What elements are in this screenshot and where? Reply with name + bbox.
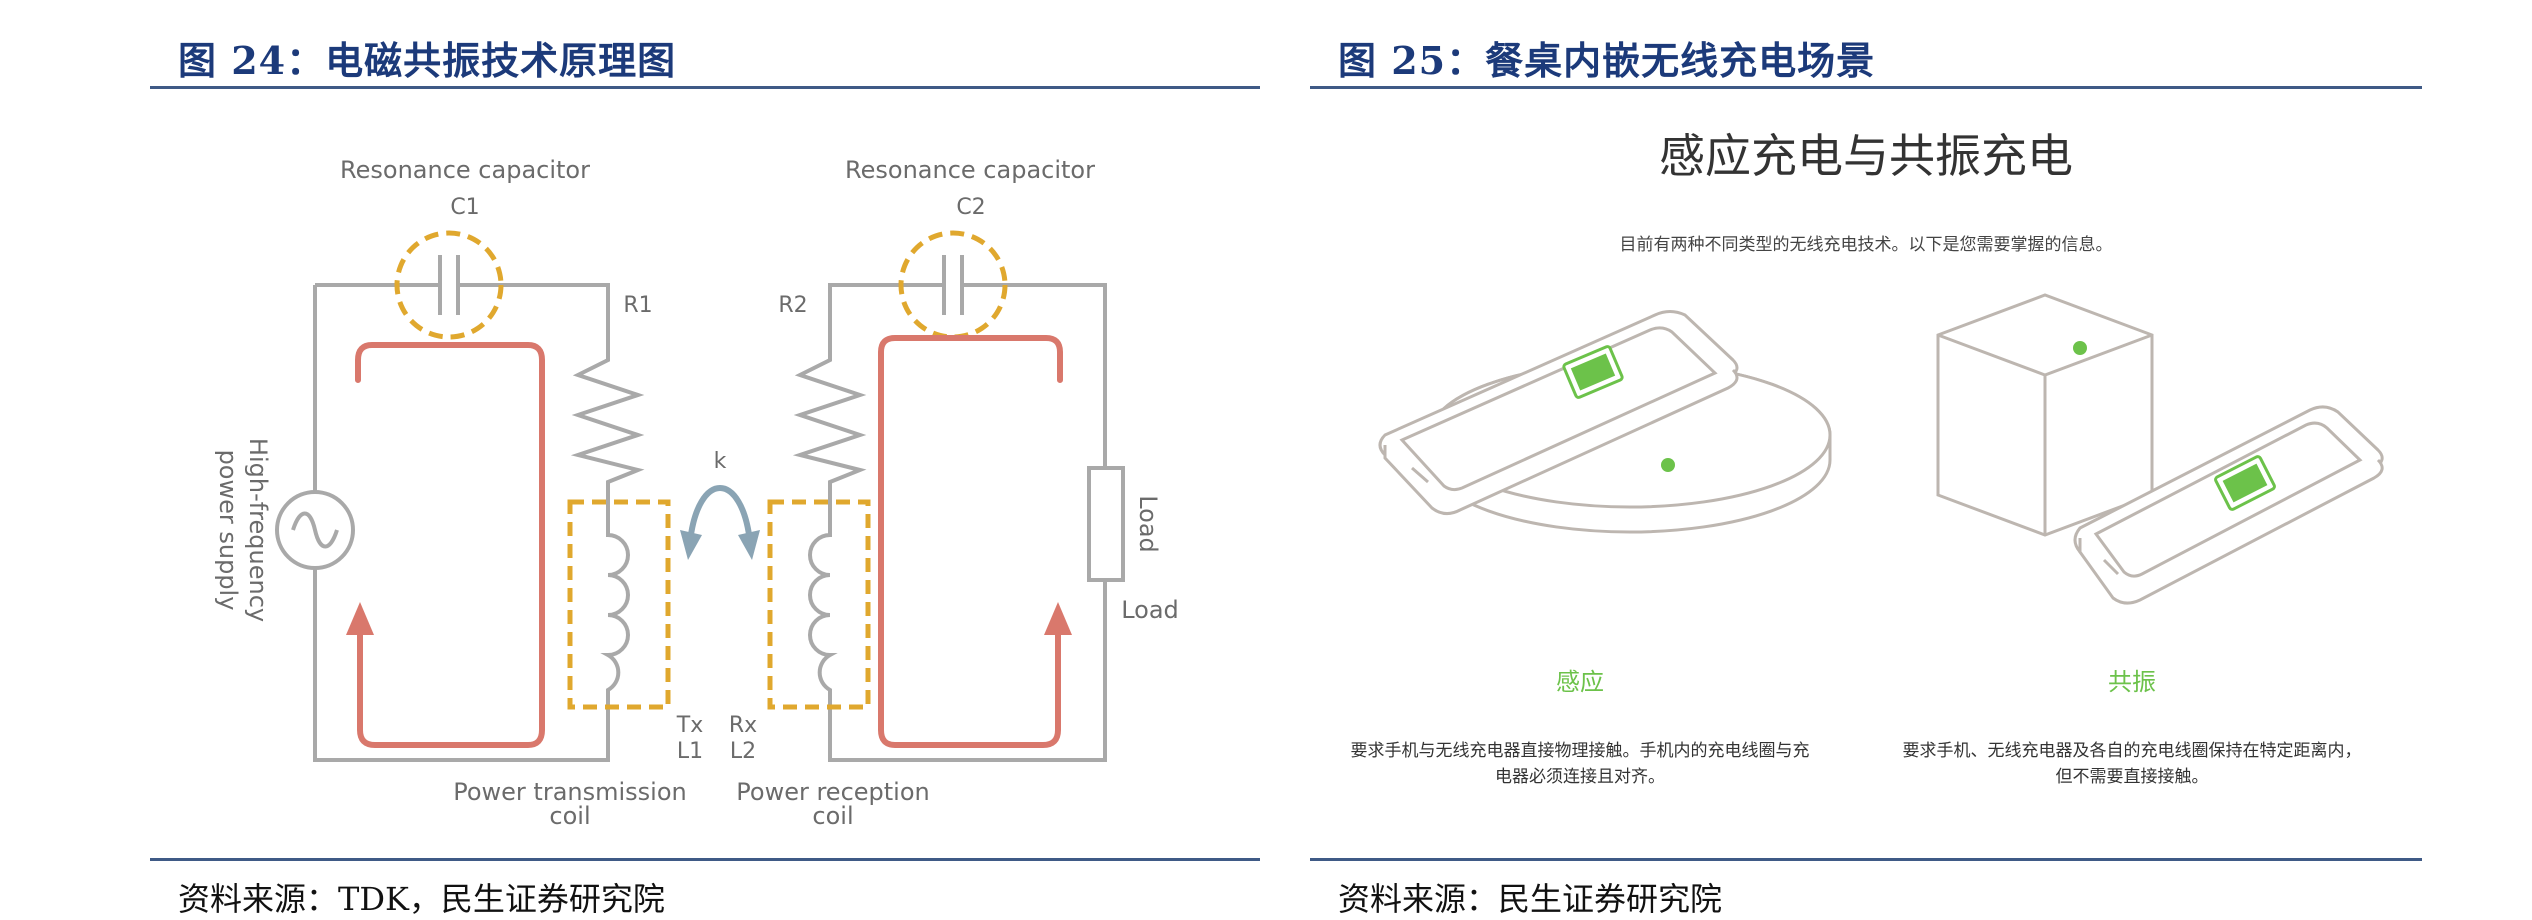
right-current-arrowhead [1044,602,1072,635]
wireless-charging-illustration: 感应充电与共振充电 目前有两种不同类型的无线充电技术。以下是您需要掌握的信息。 [1351,129,2384,787]
figure-25-panel: 图 25：餐桌内嵌无线充电场景 感应充电与共振充电 目前有两种不同类型的无线充电… [1310,0,2422,920]
left-current-arrow [355,342,545,748]
load-label-rotated: Load [1134,495,1162,553]
rx-coil-label-line1: Power reception [736,778,929,806]
resistor-r2 [792,350,867,490]
resonance-capacitor-label-left: Resonance capacitor [340,156,590,184]
resonance-desc-line1: 要求手机、无线充电器及各自的充电线圈保持在特定距离内， [1903,741,2362,761]
illustration-subheading: 目前有两种不同类型的无线充电技术。以下是您需要掌握的信息。 [1620,235,2113,255]
c1-label: C1 [450,195,479,220]
power-supply-line2: power supply [214,450,242,611]
load-label: Load [1121,596,1179,624]
figure-25-source: 资料来源：民生证券研究院 [1338,880,1723,918]
capacitor-c2 [898,230,1008,340]
induction-charger-illustration [1378,310,1832,534]
induction-label: 感应 [1556,668,1604,696]
mutual-coupling-arrow [680,485,760,560]
figure-24-title: 图 24：电磁共振技术原理图 [178,38,677,83]
l1-label: L1 [677,739,703,764]
figure-24-panel: 图 24：电磁共振技术原理图 [150,0,1260,920]
capacitor-c1 [394,230,504,340]
induction-desc-line1: 要求手机与无线充电器直接物理接触。手机内的充电线圈与充 [1351,741,1810,761]
battery-icon [1562,345,1624,399]
illustration-heading: 感应充电与共振充电 [1659,129,2073,183]
right-current-arrow [878,335,1063,748]
tx-coil-label-line1: Power transmission [453,778,687,806]
coil-l2 [767,499,871,710]
resonance-circuit-diagram: Resonance capacitor Resonance capacitor … [214,156,1179,830]
l2-label: L2 [730,739,756,764]
top-rule [150,86,1260,89]
figure-24-source: 资料来源：TDK，民生证券研究院 [178,880,665,918]
right-circuit-wire [828,283,1107,762]
k-label: k [714,449,727,474]
phone-on-pad [1378,310,1739,515]
r2-label: R2 [778,293,807,318]
resonance-charger-illustration [1936,293,2384,605]
bottom-rule [1310,858,2422,861]
tx-label: Tx [676,713,703,738]
left-current-arrowhead [346,602,374,635]
resonance-desc-line2: 但不需要直接接触。 [2056,767,2209,787]
power-supply-label: High-frequency power supply [214,438,272,622]
induction-desc-line2: 电器必须连接且对齐。 [1495,767,1665,787]
resonance-capacitor-label-right: Resonance capacitor [845,156,1095,184]
figure-25-title: 图 25：餐桌内嵌无线充电场景 [1338,38,1876,83]
load-resistor [1087,466,1125,582]
top-rule [1310,86,2422,89]
c2-label: C2 [956,195,985,220]
rx-label: Rx [729,713,757,738]
rx-coil-label-line2: coil [812,802,853,830]
resonance-label: 共振 [2108,668,2156,696]
r1-label: R1 [623,293,652,318]
ac-power-source-icon [275,490,355,570]
bottom-rule [150,858,1260,861]
power-supply-line1: High-frequency [244,438,272,622]
resistor-r1 [570,350,645,490]
tx-coil-label-line2: coil [549,802,590,830]
battery-icon [2214,455,2276,511]
coil-l1 [567,499,671,710]
